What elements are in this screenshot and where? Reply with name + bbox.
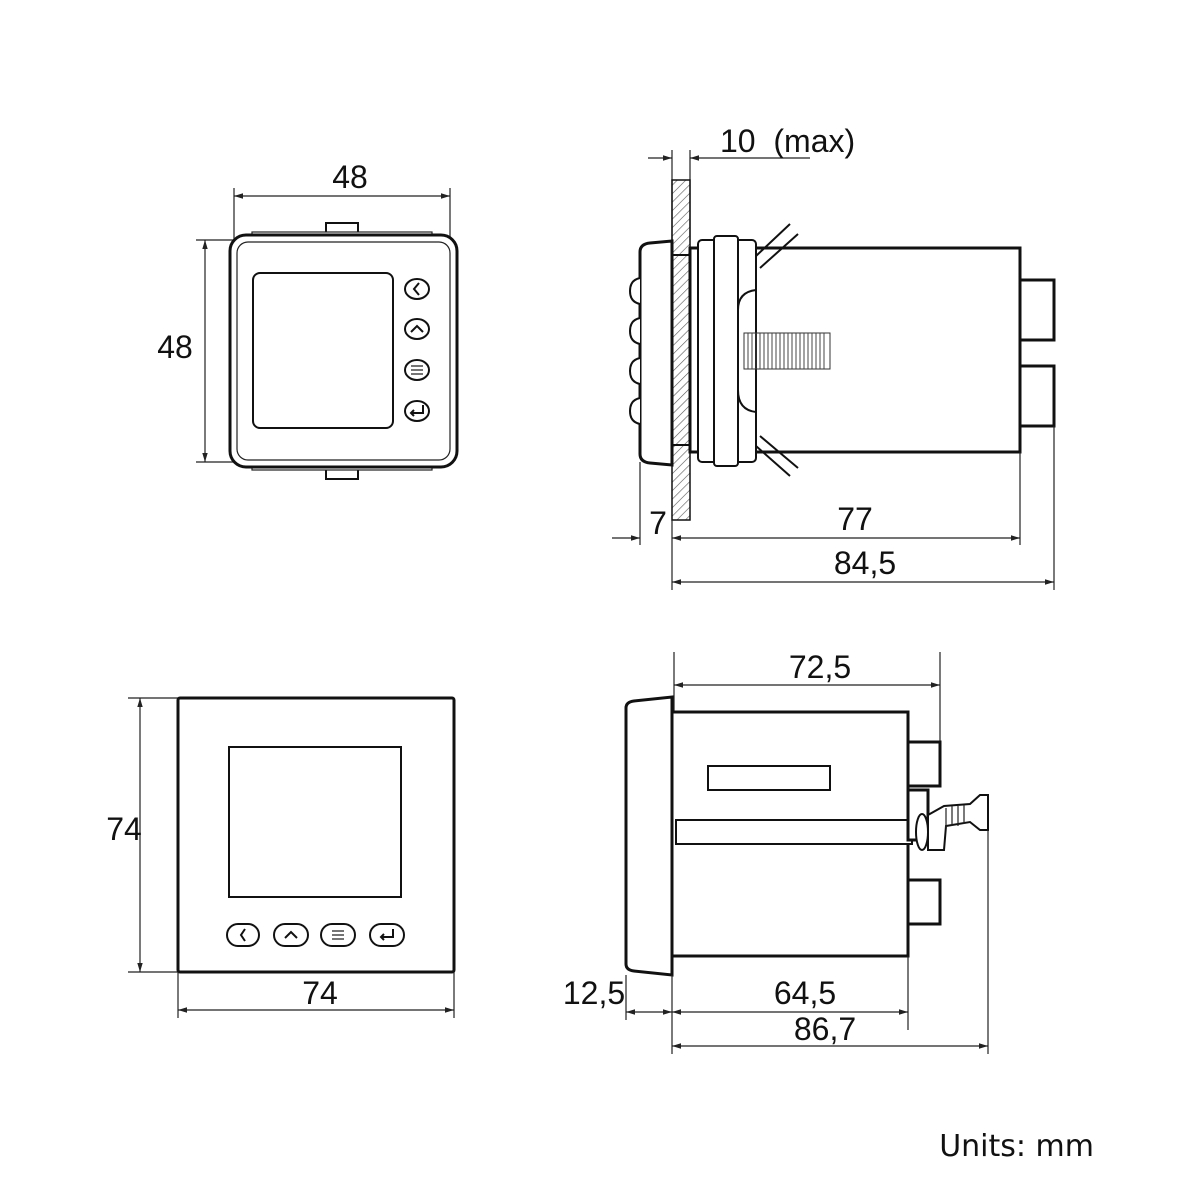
- front-bezel-large-side: [624, 695, 674, 977]
- front-view-small: 48 48: [157, 159, 459, 480]
- button-menu-small[interactable]: [404, 359, 430, 381]
- front-depth-label: 12,5: [563, 975, 625, 1011]
- dimension-front-12-5: 12,5: [563, 975, 672, 1015]
- height-label: 48: [157, 329, 193, 365]
- dimension-panel-thickness: 10 (max): [648, 123, 855, 240]
- body-depth-label: 64,5: [774, 975, 836, 1011]
- rear-connector-top-large: [906, 740, 942, 788]
- button-up-small[interactable]: [404, 318, 430, 340]
- mounting-panel: [671, 179, 691, 521]
- total-depth-label: 84,5: [834, 545, 896, 581]
- top-depth-label: 72,5: [789, 649, 851, 685]
- dimension-total-84-5: 84,5: [672, 545, 1054, 585]
- menu-icon: [411, 365, 423, 375]
- dimension-front-7: 7: [612, 505, 667, 541]
- dimension-height-48: 48: [157, 239, 240, 463]
- body-depth-label: 77: [837, 501, 873, 537]
- rear-connector-bottom: [1018, 364, 1056, 428]
- dimension-body-77: 77: [672, 501, 1020, 541]
- chevron-up-icon: [284, 930, 298, 939]
- menu-icon: [332, 930, 344, 940]
- button-up-large[interactable]: [273, 923, 309, 947]
- button-left-small[interactable]: [404, 278, 430, 300]
- button-left-large[interactable]: [226, 923, 260, 947]
- side-view-small: 10 (max): [612, 123, 1056, 590]
- dimension-total-86-7: 86,7: [672, 1011, 988, 1049]
- display-screen-small: [252, 272, 394, 429]
- front-depth-label: 7: [649, 505, 667, 541]
- enter-icon: [409, 405, 424, 417]
- dimension-width-74: 74: [177, 972, 455, 1018]
- button-enter-small[interactable]: [404, 400, 430, 422]
- dimension-width-48: 48: [233, 159, 451, 240]
- label-grille: [743, 332, 831, 370]
- rear-connector-bottom-large: [906, 878, 942, 926]
- width-label: 74: [302, 975, 338, 1011]
- enter-icon: [379, 929, 394, 941]
- device-front-large: [176, 696, 456, 974]
- device-front-small: [228, 233, 459, 469]
- front-view-large: 74 74: [106, 696, 456, 1018]
- dimension-body-64-5: 64,5: [672, 975, 908, 1015]
- clamp-screw: [915, 794, 989, 851]
- total-depth-label: 86,7: [794, 1011, 856, 1047]
- button-menu-large[interactable]: [320, 923, 356, 947]
- dimension-height-74: 74: [106, 697, 178, 973]
- chevron-left-icon: [239, 928, 246, 942]
- chevron-up-icon: [410, 324, 424, 333]
- button-enter-large[interactable]: [369, 923, 405, 947]
- height-label: 74: [106, 811, 142, 847]
- rear-connector-top: [1018, 278, 1056, 342]
- panel-thickness-label: 10 (max): [720, 123, 855, 159]
- side-view-large: 72,5 12,5 64,5: [563, 649, 989, 1054]
- front-bezel-side: [638, 239, 674, 467]
- side-buttons: [628, 277, 641, 425]
- dimension-top-72-5: 72,5: [673, 649, 941, 746]
- chevron-left-icon: [412, 282, 420, 296]
- label-slot: [707, 765, 831, 791]
- width-label: 48: [332, 159, 368, 195]
- units-label: Units: mm: [939, 1129, 1094, 1164]
- display-screen-large: [228, 746, 402, 898]
